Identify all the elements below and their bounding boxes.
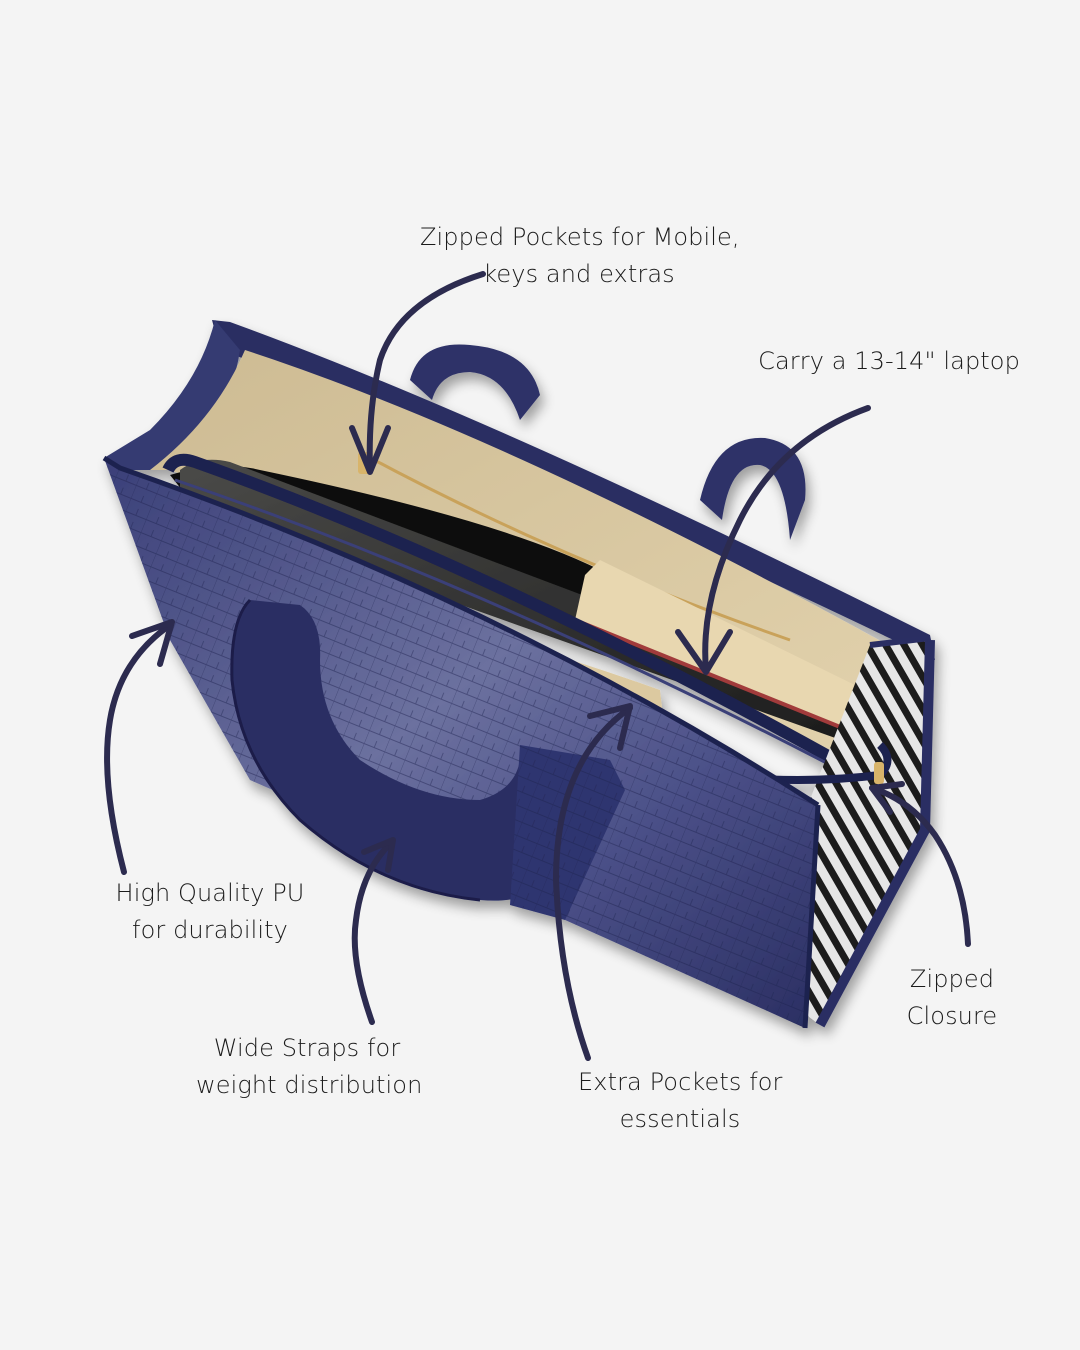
divider-zipper — [162, 453, 883, 791]
callout-line: essentials — [619, 1105, 741, 1133]
back-handle-left — [410, 344, 540, 420]
callout-straps: Wide Straps for weight distribution — [196, 1030, 423, 1104]
callout-line: High Quality PU — [115, 879, 305, 907]
callout-extra-pockets: Extra Pockets for essentials — [578, 1064, 782, 1138]
callout-line: for durability — [132, 916, 288, 944]
arrow-straps-icon — [351, 837, 396, 1025]
callout-pu: High Quality PU for durability — [108, 875, 312, 949]
arrow-extra-pockets-icon — [553, 703, 633, 1061]
callout-line: Wide Straps for — [213, 1034, 401, 1062]
inner-pocket-zipper — [364, 453, 791, 642]
front-handle — [231, 600, 545, 901]
callout-line: weight distribution — [196, 1071, 423, 1099]
callout-zipped-closure: Zipped Closure — [900, 961, 1004, 1035]
bag — [102, 320, 935, 1029]
callout-arrows — [104, 271, 971, 1061]
right-side-panel — [800, 640, 930, 1025]
callout-line: Closure — [906, 1002, 998, 1030]
callout-line: Zipped — [909, 965, 995, 993]
callout-line: Carry a 13-14" laptop — [758, 347, 1020, 375]
callout-line: Zipped Pockets for Mobile, — [420, 223, 740, 251]
callout-laptop: Carry a 13-14" laptop — [756, 343, 1022, 380]
arrow-pu-icon — [104, 619, 175, 875]
arrow-zipped-pockets-icon — [349, 271, 486, 475]
callout-zipped-pockets: Zipped Pockets for Mobile, keys and extr… — [420, 219, 740, 293]
callout-line: keys and extras — [483, 260, 675, 288]
arrow-zipped-closure-icon — [869, 781, 971, 947]
callout-line: Extra Pockets for — [578, 1068, 783, 1096]
left-side-panel — [104, 320, 240, 470]
arrow-laptop-icon — [675, 405, 871, 675]
zipper-pull-closure — [874, 762, 884, 784]
